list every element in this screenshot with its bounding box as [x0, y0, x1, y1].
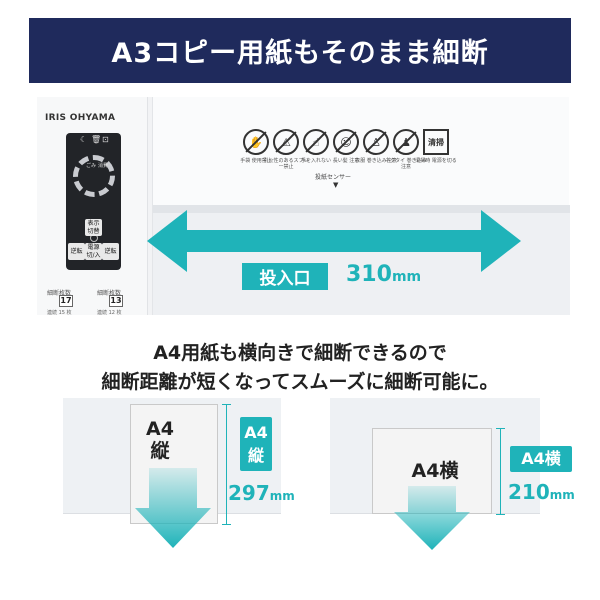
double-arrow-icon — [147, 210, 521, 272]
dim-cap-bottom — [496, 514, 505, 515]
counter-right-label: 細断枚数 — [97, 290, 122, 297]
warning-label: 手を入れない — [300, 158, 331, 164]
warning-label: ネクタイ 巻き込み注意 — [385, 158, 427, 170]
counter-left-value: 17 — [59, 295, 73, 307]
warning-label: 長い髪 注意 — [332, 158, 360, 164]
no-spray-icon: ⚠ — [273, 129, 299, 155]
shredder-lid: ✋ 手袋 使用禁止 ⚠ 引火性のあるスプレー禁止 ☝ 手を入れない ☺ 長い髪 … — [152, 97, 570, 315]
lock-icon: ⊡ — [102, 135, 109, 144]
clothing-caution-icon: ♙ — [363, 129, 389, 155]
portrait-length-number: 297 — [228, 481, 270, 505]
down-arrow-icon — [135, 468, 211, 548]
description-line-1: A4用紙も横向きで細断できるので — [153, 342, 447, 364]
sensor-arrow-icon: ▼ — [333, 181, 339, 189]
warning-label: 清掃時 電源を切る — [415, 158, 457, 164]
trash-icon: 🗑 — [91, 135, 102, 144]
a4-landscape-tag: A4横 — [510, 446, 572, 472]
portrait-length-unit: mm — [269, 489, 295, 503]
control-pad: ☾ 🗑 ⊡ ごみ 消費 表示切替 逆転 電源切/入 逆転 — [66, 133, 121, 270]
landscape-length-number: 210 — [508, 480, 550, 504]
dim-cap-top — [222, 404, 231, 405]
counter-left-label: 細断枚数 — [47, 290, 72, 297]
counter-right-value: 13 — [109, 295, 123, 307]
inlet-width-value: 310mm — [346, 262, 421, 287]
cleaning-power-off-icon: 清掃 — [423, 129, 449, 155]
width-double-arrow — [147, 210, 521, 272]
dial-label: 消費 — [98, 163, 109, 169]
a4-portrait-tag: A4 縦 — [240, 417, 272, 471]
paper-inlet-slot — [153, 205, 570, 315]
landscape-length-value: 210mm — [508, 480, 575, 504]
slot-shadow — [153, 205, 570, 213]
portrait-dimension-line — [226, 404, 227, 524]
display-switch-button[interactable]: 表示切替 — [85, 219, 102, 236]
landscape-length-unit: mm — [549, 488, 575, 502]
portrait-length-value: 297mm — [228, 481, 295, 505]
title-banner: A3コピー用紙もそのまま細断 — [29, 18, 571, 83]
brand-logo: IRIS OHYAMA — [45, 113, 116, 123]
a4-landscape-paper-text: A4横 — [411, 460, 459, 482]
necktie-caution-icon: ♟ — [393, 129, 419, 155]
counter-left-note: 連続 15 枚 — [47, 310, 72, 316]
inlet-unit: mm — [391, 269, 422, 285]
power-button[interactable]: 電源切/入 — [85, 243, 102, 260]
moon-icon: ☾ — [80, 135, 88, 144]
down-arrow-icon — [394, 486, 470, 550]
paper-sensor-label: 投紙センサー — [315, 174, 352, 181]
warning-label: 引火性のあるスプレー禁止 — [263, 158, 309, 170]
inlet-number: 310 — [346, 262, 392, 287]
landscape-dimension-line — [500, 428, 501, 514]
shredder-top-view: IRIS OHYAMA ☾ 🗑 ⊡ ごみ 消費 表示切替 逆転 電源切/入 逆転… — [37, 97, 570, 316]
description-line-2: 細断距離が短くなってスムーズに細断可能に。 — [101, 371, 499, 393]
dim-cap-bottom — [222, 524, 231, 525]
control-panel: IRIS OHYAMA ☾ 🗑 ⊡ ごみ 消費 表示切替 逆転 電源切/入 逆転… — [37, 97, 148, 316]
portrait-feed-arrow — [135, 468, 211, 548]
a4-portrait-paper — [130, 404, 218, 524]
counter-right-note: 連続 12 枚 — [97, 310, 122, 316]
banner-title: A3コピー用紙もそのまま細断 — [111, 38, 489, 69]
dial-label: ごみ — [86, 163, 97, 169]
no-hands-icon: ☝ — [303, 129, 329, 155]
no-gloves-icon: ✋ — [243, 129, 269, 155]
dial-indicator — [73, 155, 115, 197]
reverse-right-button[interactable]: 逆転 — [102, 243, 119, 260]
landscape-feed-arrow — [394, 486, 470, 550]
inlet-label: 投入口 — [242, 263, 328, 290]
warning-label: 手袋 使用禁止 — [240, 158, 272, 164]
a4-portrait-paper-text: A4 縦 — [146, 418, 174, 462]
dim-cap-top — [496, 428, 505, 429]
reverse-left-button[interactable]: 逆転 — [68, 243, 85, 260]
warning-label: 衣服 巻き込み注意 — [355, 158, 397, 164]
hair-caution-icon: ☺ — [333, 129, 359, 155]
